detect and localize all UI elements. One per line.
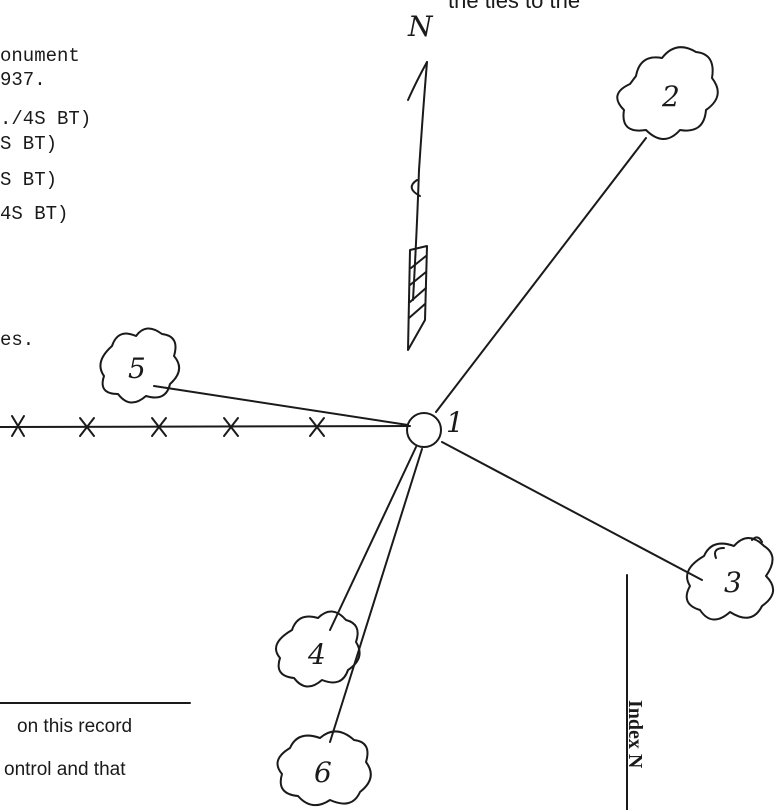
tree-6-cloud xyxy=(276,730,372,807)
tree-3-cloud xyxy=(685,537,774,621)
tree-4-cloud xyxy=(275,610,361,688)
bottom-text-2: ontrol and that xyxy=(4,759,126,780)
typed-line-4: S BT) xyxy=(0,133,58,155)
bottom-text-1: on this record xyxy=(17,716,133,737)
tie-line-3 xyxy=(441,441,703,581)
typed-line-1: onument xyxy=(0,45,80,67)
typed-line-3: ./4S BT) xyxy=(0,108,92,130)
typed-line-7: es. xyxy=(0,329,35,351)
typed-line-2: 937. xyxy=(0,69,46,91)
point-label-6: 6 xyxy=(314,756,332,789)
point-label-5: 5 xyxy=(128,352,146,385)
tie-line-4 xyxy=(329,446,417,631)
tree-5-cloud xyxy=(99,327,181,404)
point-label-2: 2 xyxy=(661,80,680,113)
typed-line-5: S BT) xyxy=(0,169,58,191)
fence-line xyxy=(0,415,411,437)
tie-line-6 xyxy=(329,448,423,743)
tie-line-5 xyxy=(153,385,409,426)
tie-line-2 xyxy=(435,137,647,413)
point-label-4: 4 xyxy=(307,638,326,671)
point-label-3: 3 xyxy=(724,566,742,599)
monument-marker xyxy=(406,412,442,448)
point-label-1: 1 xyxy=(446,406,464,439)
index-label: Index N xyxy=(624,700,646,769)
north-arrow-icon xyxy=(407,61,428,351)
tree-2-cloud xyxy=(616,46,719,140)
header-fragment: the ties to the xyxy=(448,0,581,13)
typed-line-6: 4S BT) xyxy=(0,203,69,225)
north-label: N xyxy=(407,10,434,43)
